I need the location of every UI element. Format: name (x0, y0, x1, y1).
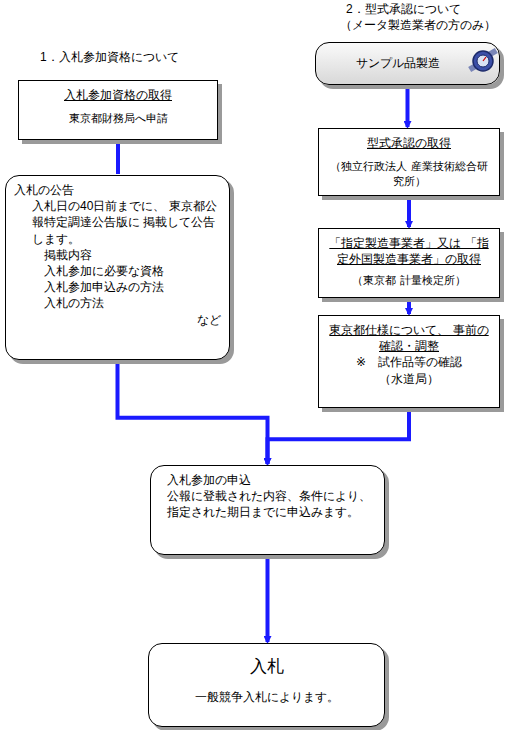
notice-box: 入札の公告入札日の40日前までに、 東京都公報特定調達公告版に 掲載して公告しま… (5, 175, 230, 360)
box-text: など (14, 312, 221, 328)
box-text: （東京都 計量検定所） (327, 267, 491, 288)
box-heading: 型式承認の取得 (327, 135, 491, 151)
section-heading: （メータ製造業者の方のみ） (340, 18, 496, 34)
section-heading: 1．入札参加資格について (40, 50, 179, 66)
qualification-box: 入札参加資格の取得東京都財務局へ申請 (18, 80, 218, 140)
section-heading: 2．型式承認について (346, 2, 461, 18)
box-text: 入札参加に必要な資格 (14, 263, 221, 279)
box-heading: 入札の公告 (14, 182, 221, 198)
box-heading: 東京都仕様について、 事前の確認・調整 (327, 322, 491, 354)
flow-arrow (407, 298, 411, 314)
water-meter-icon (466, 44, 500, 78)
box-text: ※ 試作品等の確認 (327, 354, 491, 370)
flow-arrow (406, 85, 410, 127)
bid-box: 入札一般競争入札によります。 (148, 643, 385, 727)
box-heading: サンプル品製造 (324, 49, 491, 71)
sample-box: サンプル品製造 (315, 42, 500, 85)
application-box: 入札参加の申込公報に登載された内容、条件により、指定された期日までに申込みます。 (150, 465, 385, 555)
box-text: 一般競争入札によります。 (157, 679, 376, 705)
designation-box: 「指定製造事業者」又は 「指定外国製造事業者」の取得（東京都 計量検定所） (318, 228, 500, 298)
box-heading: 入札参加の申込 (159, 472, 376, 488)
box-text: （水道局） (327, 371, 491, 387)
box-text: 東京都財務局へ申請 (27, 103, 209, 126)
box-heading: 入札 (157, 650, 376, 679)
flow-arrow (268, 408, 410, 464)
flow-arrow (407, 196, 411, 227)
box-text: 入札日の40日前までに、 東京都公報特定調達公告版に 掲載して公告します。 (14, 198, 221, 247)
box-text: 入札の方法 (14, 295, 221, 311)
box-text: （独立行政法人 産業技術総合研究所） (327, 151, 491, 189)
box-text: 掲載内容 (14, 247, 221, 263)
box-text: 公報に登載された内容、条件により、指定された期日までに申込みます。 (159, 488, 376, 520)
spec-box: 東京都仕様について、 事前の確認・調整※ 試作品等の確認（水道局） (318, 315, 500, 408)
approval-box: 型式承認の取得（独立行政法人 産業技術総合研究所） (318, 128, 500, 196)
flow-arrow (118, 360, 268, 464)
flow-arrow (116, 140, 120, 174)
flow-arrow (266, 555, 270, 642)
box-heading: 入札参加資格の取得 (27, 87, 209, 103)
box-text: 入札参加申込みの方法 (14, 279, 221, 295)
box-heading: 「指定製造事業者」又は 「指定外国製造事業者」の取得 (327, 235, 491, 267)
